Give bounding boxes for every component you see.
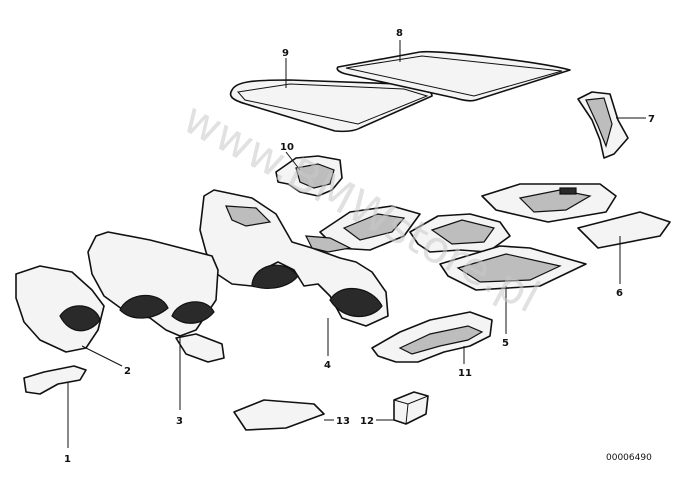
- part-9-headliner: [229, 79, 433, 133]
- callout-3: 3: [176, 416, 183, 427]
- callout-9: 9: [282, 48, 289, 59]
- part-7-pillar-trim: [577, 91, 629, 159]
- part-5-floor-carpet: [319, 205, 587, 291]
- document-number: 00006490: [606, 453, 652, 463]
- part-8-headliner: [336, 50, 571, 102]
- callout-6: 6: [616, 288, 623, 299]
- part-3-firewall-insulation: [87, 231, 225, 363]
- part-13-flat-mat: [233, 399, 325, 431]
- part-2-footwell-insulation: [15, 265, 105, 353]
- callout-8: 8: [396, 28, 403, 39]
- leader-lines: [67, 40, 646, 448]
- callout-5: 5: [502, 338, 509, 349]
- callout-1: 1: [64, 454, 71, 465]
- callout-11: 11: [458, 368, 472, 379]
- callout-7: 7: [648, 114, 655, 125]
- callout-10: 10: [280, 142, 294, 153]
- part-10-tunnel-piece: [275, 155, 343, 197]
- part-11-tunnel-plate: [371, 311, 493, 363]
- callout-13: 13: [336, 416, 350, 427]
- part-1-trim-piece: [23, 365, 87, 395]
- part-12-foam-block: [393, 391, 429, 425]
- callout-numbers: 1 2 3 4 5 6 7 8 9 10 11 12 13: [64, 28, 655, 465]
- part-4-side-insulation: [199, 189, 389, 327]
- callout-12: 12: [360, 416, 374, 427]
- callout-2: 2: [124, 366, 131, 377]
- callout-4: 4: [324, 360, 331, 371]
- part-6-rear-mats: [481, 183, 671, 249]
